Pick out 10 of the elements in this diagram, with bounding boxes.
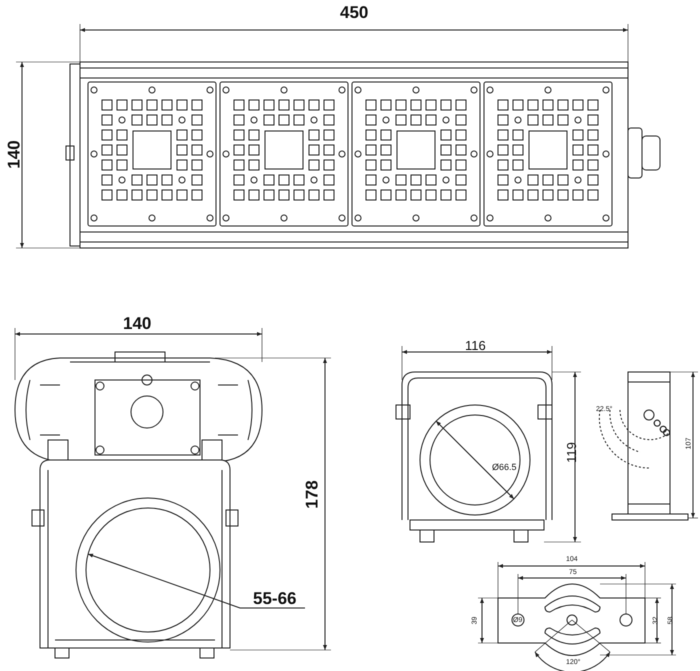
dimension-label: 116 xyxy=(465,339,486,352)
dimension-label: 119 xyxy=(564,442,578,463)
dimension-label: Ø66.5 xyxy=(492,463,517,472)
dimension-label: 140 xyxy=(6,140,23,169)
leader-line xyxy=(88,554,306,608)
dimension-label: 55-66 xyxy=(253,590,296,607)
dimension-label: 140 xyxy=(123,315,152,332)
dimension-label: 450 xyxy=(340,4,368,21)
pipe-opening xyxy=(86,508,210,632)
dimension-label: 178 xyxy=(304,480,321,509)
